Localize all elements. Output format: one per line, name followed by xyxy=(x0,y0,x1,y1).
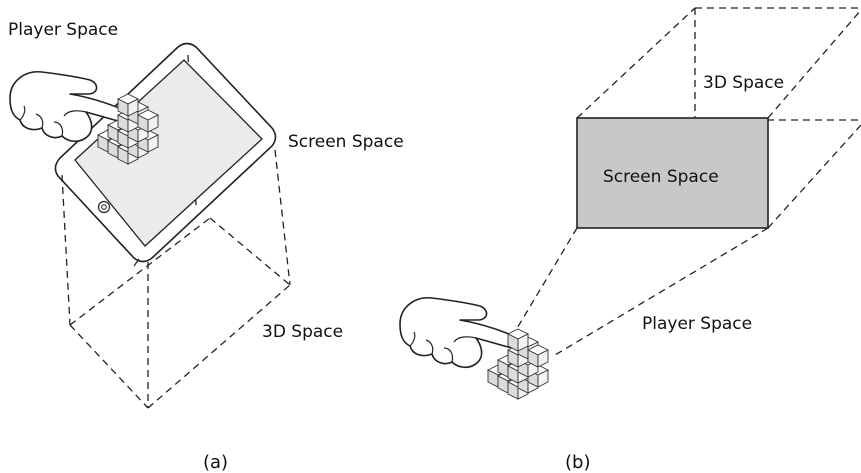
panel-b-player-space-label: Player Space xyxy=(642,314,752,334)
cube-cluster-icon xyxy=(96,93,160,165)
panel-b-3d-space-label: 3D Space xyxy=(703,73,784,93)
hand-icon xyxy=(399,297,520,369)
tablet-icon xyxy=(54,42,277,267)
panel-a-screen-space-label: Screen Space xyxy=(288,132,404,152)
panel-a-player-space-label: Player Space xyxy=(8,20,118,40)
panel-b-screen-rect xyxy=(576,117,769,229)
panel-a: Player Space Screen Space 3D Space (a) xyxy=(8,20,404,473)
panel-b-screen-space-label: Screen Space xyxy=(603,167,719,187)
panel-b-caption: (b) xyxy=(565,452,590,473)
panel-a-3d-space-label: 3D Space xyxy=(262,322,343,342)
panel-b-frustum xyxy=(509,227,769,356)
panel-a-caption: (a) xyxy=(203,452,228,473)
cube-cluster-icon xyxy=(486,328,550,400)
panel-b: 3D Space Screen Space Player Space (b) xyxy=(399,7,861,473)
home-button-icon xyxy=(97,200,111,214)
